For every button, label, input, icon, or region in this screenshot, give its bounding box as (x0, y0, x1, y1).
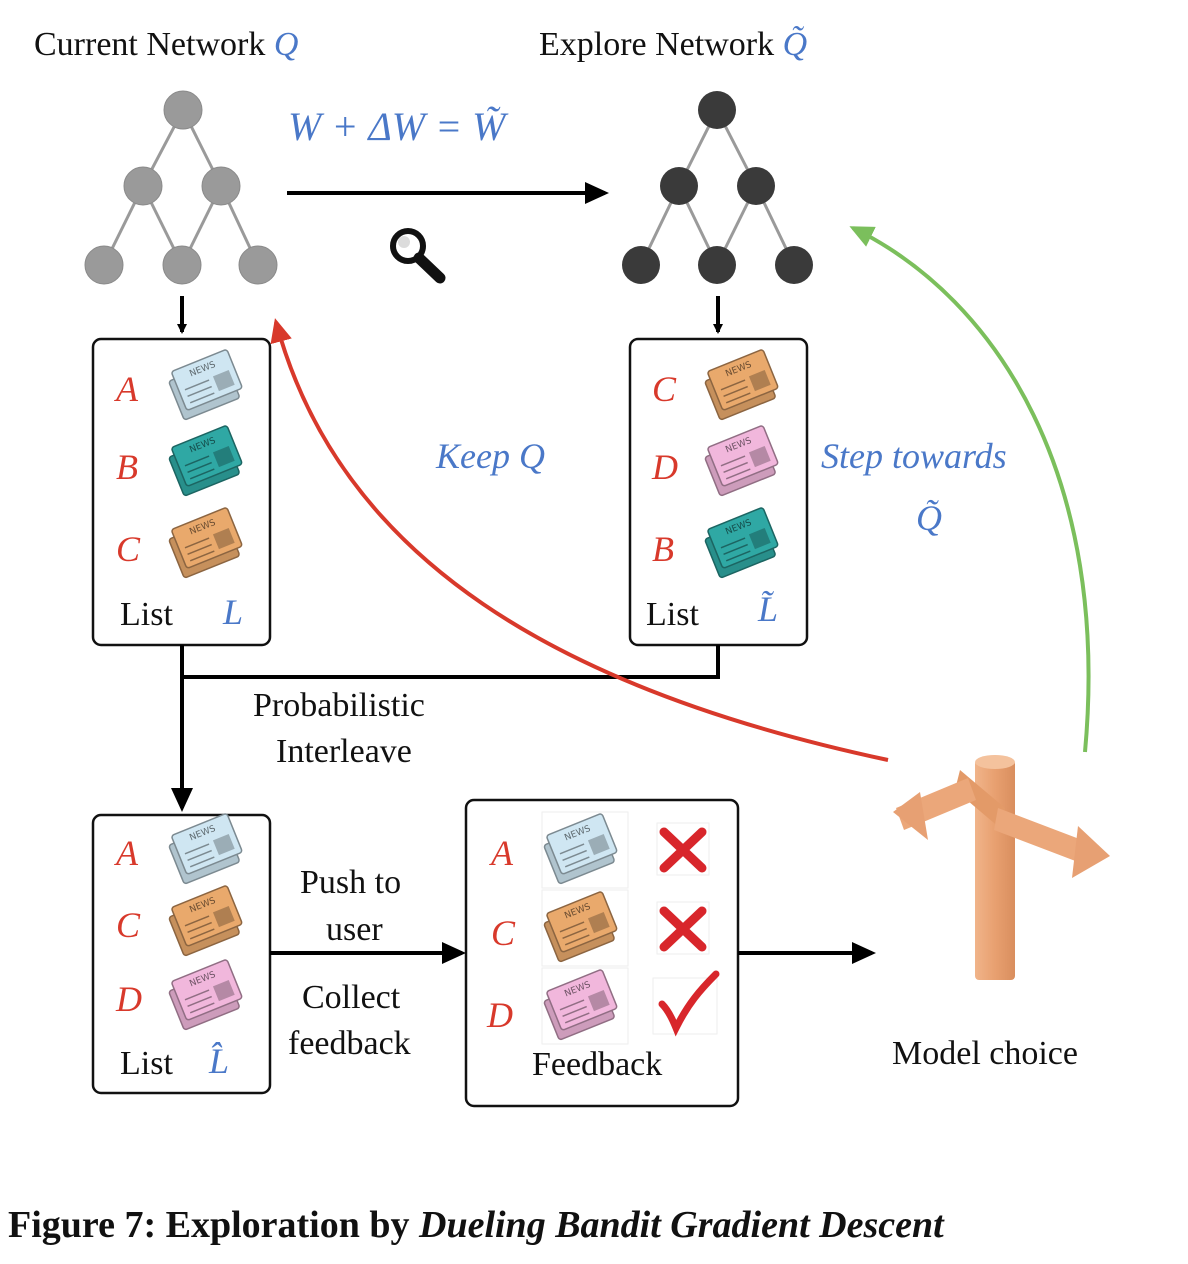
network-node (660, 167, 698, 205)
perturbation-equation: W + ΔW = W̃ (288, 104, 506, 149)
network-node (84, 245, 124, 285)
interleave-label-line2: Interleave (276, 733, 412, 770)
step-towards-arrow (849, 226, 1091, 753)
list-symbol: L̃ (758, 589, 779, 629)
newspaper-icon: NEWS (168, 813, 243, 885)
news-icons: NEWSNEWSNEWSNEWSNEWSNEWSNEWSNEWSNEWSNEWS… (168, 349, 779, 1045)
network-node (201, 166, 241, 206)
explore-network-symbol: Q̃ (782, 26, 808, 63)
magnifier-icon (390, 228, 446, 284)
push-label-line1: Push to (300, 864, 402, 901)
push-label-line2: user (326, 911, 383, 948)
signpost-icon (893, 755, 1110, 980)
explore-network-title: Explore Network Q̃ (539, 26, 808, 63)
interleave-connector (180, 645, 720, 679)
check-icon (652, 970, 720, 1037)
newspaper-icon: NEWS (704, 507, 779, 579)
newspaper-icon: NEWS (168, 349, 243, 421)
network-node (737, 167, 775, 205)
current-network-graph (84, 90, 278, 285)
list-item-letter: C (116, 529, 141, 569)
network-node (698, 246, 736, 284)
network-node (162, 245, 202, 285)
list-item-letter: A (116, 369, 138, 409)
keep-q-label: Keep Q (436, 436, 545, 476)
newspaper-icon: NEWS (541, 811, 629, 889)
explore-network-graph (622, 91, 813, 284)
feedback-item-letter: A (491, 833, 513, 873)
list-item-letter: B (652, 529, 674, 569)
network-node (238, 245, 278, 285)
keep-q-arrow (270, 318, 889, 762)
newspaper-icon: NEWS (168, 959, 243, 1031)
list-caption: List (120, 596, 173, 633)
newspaper-icon: NEWS (541, 967, 629, 1045)
figure-caption: Figure 7: Exploration by Dueling Bandit … (8, 1204, 944, 1246)
list-item-letter: D (652, 447, 678, 487)
list-item-letter: D (116, 979, 142, 1019)
network-node (698, 91, 736, 129)
feedback-caption: Feedback (532, 1046, 663, 1083)
list-item-letter: A (116, 833, 138, 873)
interleave-label-line1: Probabilistic (253, 687, 425, 724)
cross-icon (656, 822, 710, 876)
list-item-letter: B (116, 447, 138, 487)
collect-label-line2: feedback (288, 1025, 411, 1062)
list-symbol: L (223, 592, 244, 632)
feedback-item-letter: C (491, 913, 516, 953)
step-towards-symbol: Q̃ (916, 498, 942, 538)
network-node (123, 166, 163, 206)
list-item-letter: C (116, 905, 141, 945)
current-network-title: Current Network Q (34, 26, 299, 63)
network-node (622, 246, 660, 284)
network-node (775, 246, 813, 284)
list-caption: List (120, 1045, 173, 1082)
model-choice-label: Model choice (892, 1035, 1078, 1072)
network-node (163, 90, 203, 130)
newspaper-icon: NEWS (704, 425, 779, 497)
newspaper-icon: NEWS (168, 425, 243, 497)
collect-label-line1: Collect (302, 979, 401, 1016)
newspaper-icon: NEWS (168, 507, 243, 579)
newspaper-icon: NEWS (168, 885, 243, 957)
newspaper-icon: NEWS (704, 349, 779, 421)
list-caption: List (646, 596, 699, 633)
current-network-symbol: Q (273, 26, 299, 63)
step-towards-label: Step towards (821, 436, 1007, 476)
feedback-item-letter: D (487, 995, 513, 1035)
cross-icon (656, 901, 710, 955)
newspaper-icon: NEWS (541, 889, 629, 967)
list-symbol: L̂ (209, 1041, 230, 1081)
list-item-letter: C (652, 369, 677, 409)
